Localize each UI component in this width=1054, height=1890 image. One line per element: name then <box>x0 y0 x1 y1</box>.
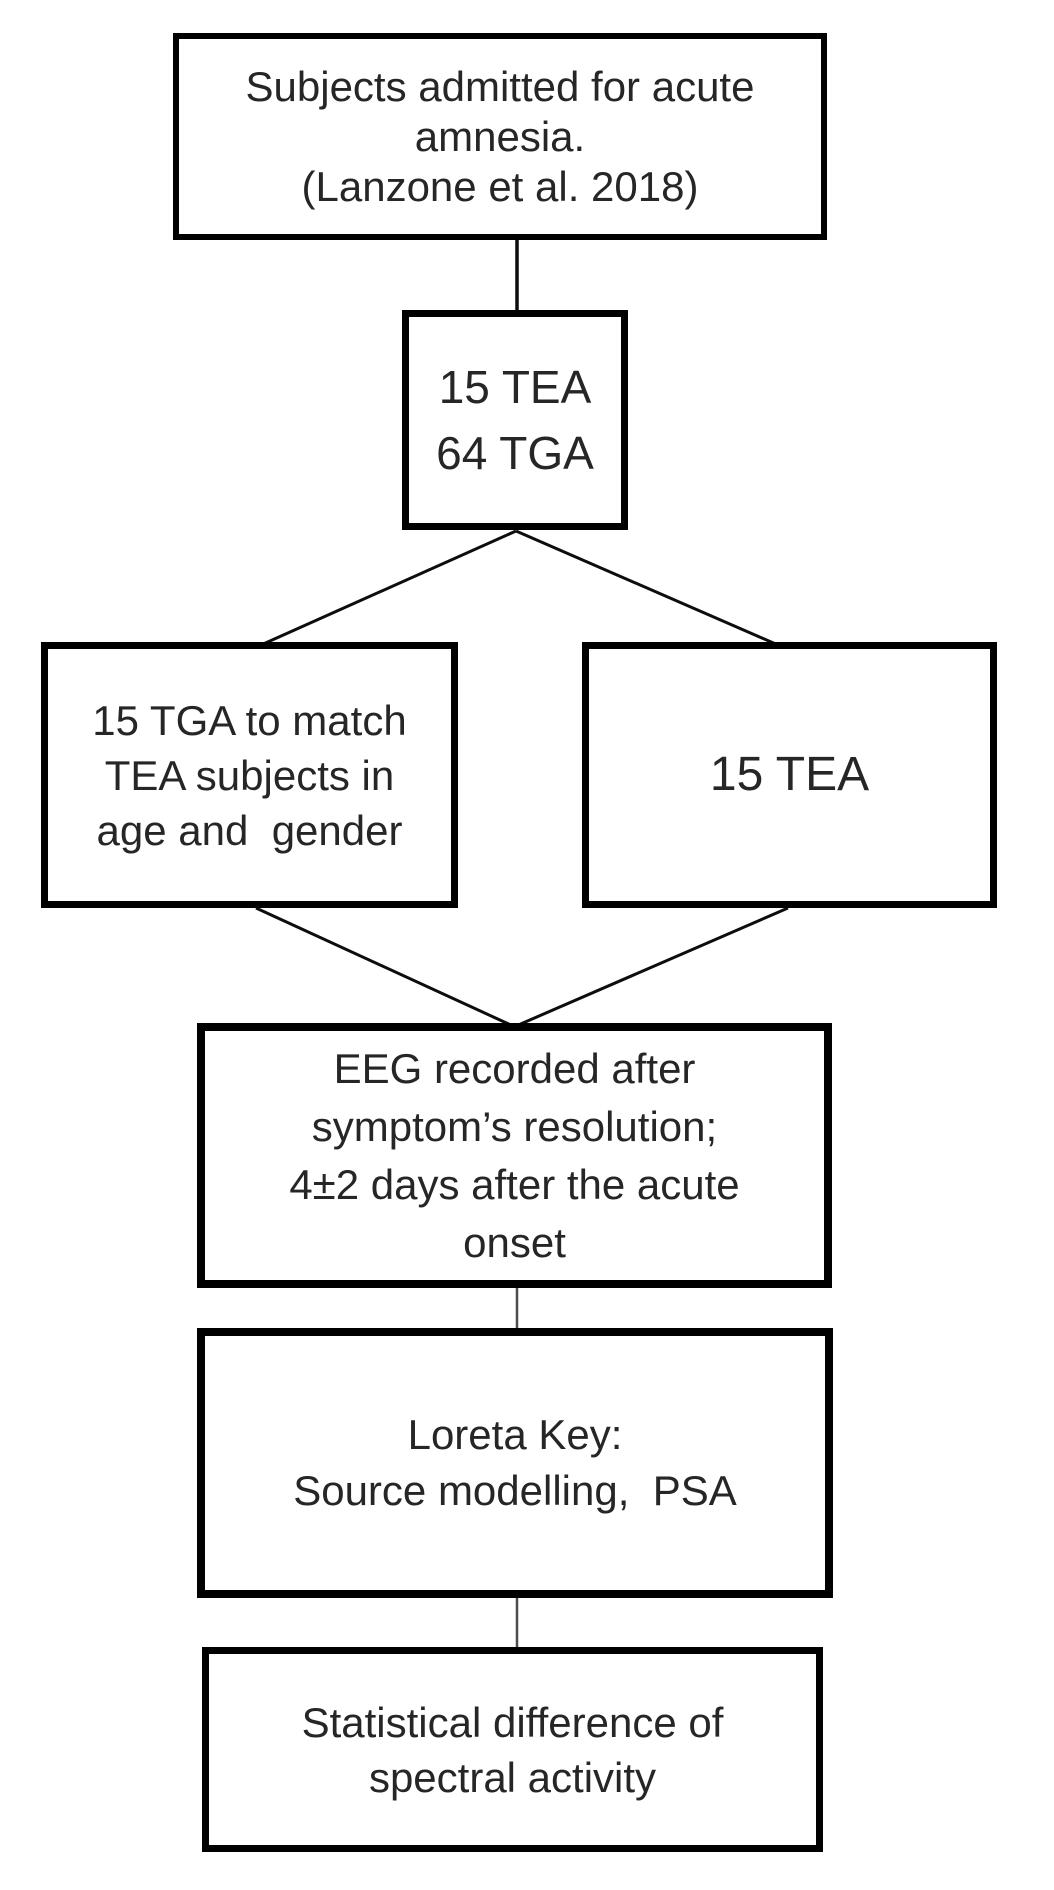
node-text-line: (Lanzone et al. 2018) <box>301 162 699 210</box>
connector-cohort-to-tga-match <box>260 529 517 647</box>
node-loreta-analysis: Loreta Key: Source modelling, PSA <box>197 1328 833 1598</box>
node-text-line: 15 TEA <box>438 361 592 413</box>
node-text-line: 15 TEA <box>709 748 870 801</box>
node-text-line: 4±2 days after the acute <box>289 1160 740 1208</box>
node-statistical-difference: Statistical difference of spectral activ… <box>202 1647 823 1852</box>
connector-tga-match-to-eeg <box>255 906 514 1028</box>
node-tea-group: 15 TEA <box>582 642 997 908</box>
node-text-line: 64 TGA <box>436 427 594 479</box>
node-text-line: 15 TGA to match <box>92 696 407 744</box>
node-text-line: onset <box>463 1218 566 1266</box>
connector-cohort-to-tea <box>515 529 779 647</box>
node-eeg-recording: EEG recorded after symptom’s resolution;… <box>197 1023 832 1288</box>
node-text-line: amnesia. <box>414 112 586 160</box>
node-subjects-admitted: Subjects admitted for acute amnesia. (La… <box>173 33 827 240</box>
node-text-line: age and gender <box>96 806 403 854</box>
connector-tea-to-eeg <box>515 906 789 1028</box>
node-cohort-counts: 15 TEA 64 TGA <box>402 310 628 530</box>
node-text-line: Subjects admitted for acute <box>245 62 755 110</box>
node-text-line: Source modelling, PSA <box>293 1467 737 1514</box>
node-text-line: Statistical difference of <box>301 1698 724 1746</box>
node-text-line: symptom’s resolution; <box>311 1102 718 1150</box>
node-text-line: TEA subjects in <box>104 751 395 799</box>
node-text-line: spectral activity <box>368 1753 657 1801</box>
node-tga-matched-group: 15 TGA to match TEA subjects in age and … <box>41 642 458 908</box>
node-text-line: EEG recorded after <box>333 1044 696 1092</box>
node-text-line: Loreta Key: <box>407 1411 623 1458</box>
